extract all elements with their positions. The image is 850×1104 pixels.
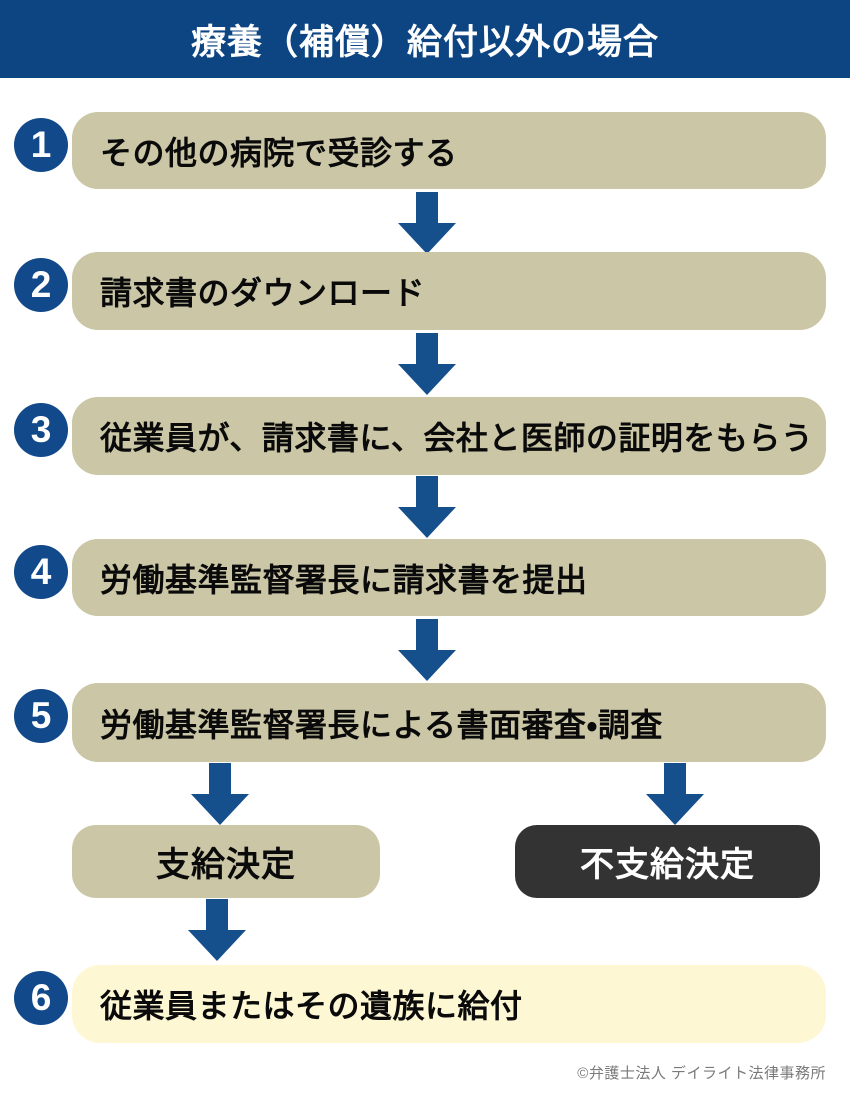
step-2-number-badge: 2 [14, 258, 68, 312]
step-number: 4 [30, 551, 52, 592]
arrow-down-icon [398, 619, 456, 681]
step-number: 1 [30, 124, 52, 165]
step-1-box: その他の病院で受診する [72, 112, 826, 189]
step-5-number-badge: 5 [14, 689, 68, 743]
step-3-number-badge: 3 [14, 403, 68, 457]
step-label: 労働基準監督署長による書面審査・調査 [100, 706, 663, 743]
approved-decision-box: 支給決定 [72, 825, 380, 898]
arrow-down-icon [398, 333, 456, 395]
step-2-box: 請求書のダウンロード [72, 252, 826, 330]
title-bar: 療養（補償）給付以外の場合 [0, 0, 850, 78]
step-3-box: 従業員が、請求書に、会社と医師の証明をもらう [72, 397, 826, 475]
arrow-down-icon [191, 763, 249, 825]
rejected-decision-box: 不支給決定 [515, 825, 820, 898]
arrow-down-icon [398, 476, 456, 538]
step-number: 2 [30, 264, 52, 305]
step-4-box: 労働基準監督署長に請求書を提出 [72, 539, 826, 616]
step-6-number-badge: 6 [14, 971, 68, 1025]
step-1-number-badge: 1 [14, 118, 68, 172]
step-4-number-badge: 4 [14, 545, 68, 599]
step-5-box: 労働基準監督署長による書面審査・調査 [72, 683, 826, 762]
step-number: 6 [30, 977, 52, 1018]
step-label: 労働基準監督署長に請求書を提出 [100, 561, 588, 598]
step-number: 3 [30, 409, 52, 450]
arrow-down-icon [398, 192, 456, 254]
step-label: 従業員が、請求書に、会社と医師の証明をもらう [100, 420, 814, 456]
rejected-decision-label: 不支給決定 [580, 846, 755, 884]
step-label: 請求書のダウンロード [100, 275, 426, 311]
copyright-notice: ©弁護士法人 デイライト法律事務所 [577, 1065, 826, 1082]
approved-decision-label: 支給決定 [156, 846, 296, 884]
step-label: その他の病院で受診する [100, 134, 458, 171]
step-6-box: 従業員またはその遺族に給付 [72, 965, 826, 1043]
page-title: 療養（補償）給付以外の場合 [190, 22, 659, 62]
arrow-down-icon [646, 763, 704, 825]
arrow-down-icon [188, 899, 246, 961]
step-number: 5 [30, 695, 52, 736]
step-label: 従業員またはその遺族に給付 [100, 988, 523, 1024]
